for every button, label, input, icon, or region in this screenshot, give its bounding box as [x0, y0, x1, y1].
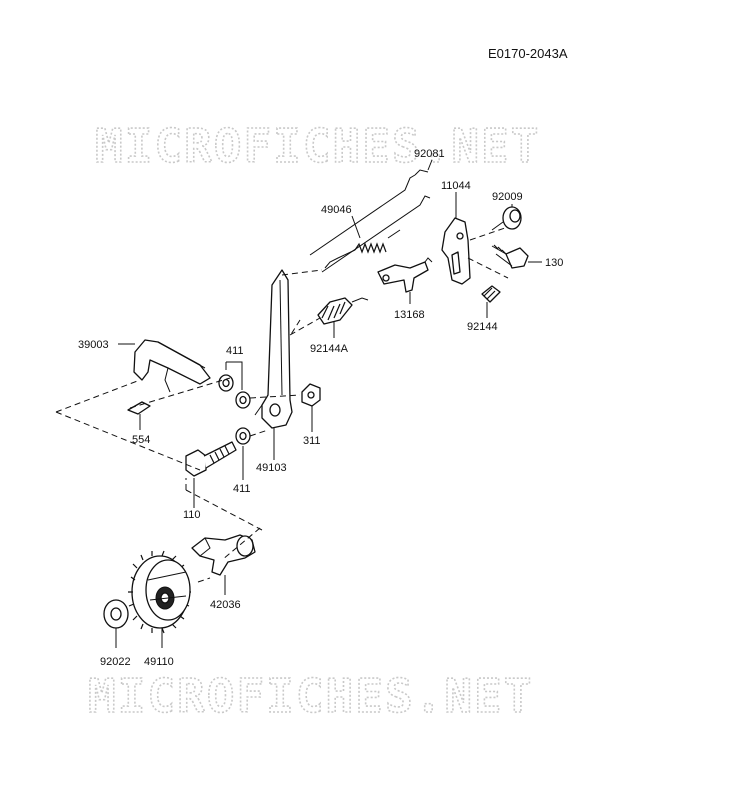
label-49110: 49110 — [144, 656, 174, 668]
label-411-lower: 411 — [233, 483, 251, 495]
pin-92144 — [481, 285, 501, 303]
label-39003: 39003 — [78, 339, 109, 351]
leader-lines — [115, 159, 542, 648]
label-92144: 92144 — [467, 321, 498, 333]
assembly-lines — [55, 227, 509, 583]
label-42036: 42036 — [210, 599, 241, 611]
rod-92081 — [321, 169, 431, 273]
bolt-110 — [185, 441, 237, 477]
label-92144A: 92144A — [310, 343, 349, 355]
label-130: 130 — [545, 257, 563, 269]
spring-92144A — [317, 297, 369, 325]
label-49046: 49046 — [321, 204, 352, 216]
label-311: 311 — [303, 435, 321, 447]
label-49103: 49103 — [256, 462, 287, 474]
washers-411-upper — [218, 374, 251, 409]
pin-554 — [127, 401, 151, 415]
knob-92009 — [491, 206, 522, 231]
watermark-bottom: MICROFICHES.NET — [88, 669, 533, 723]
washer-411-lower — [235, 427, 251, 445]
governor-spring-49046 — [309, 174, 416, 269]
label-13168: 13168 — [394, 309, 425, 321]
diagram-code: E0170-2043A — [488, 46, 568, 61]
label-92022: 92022 — [100, 656, 131, 668]
bracket-13168 — [377, 257, 433, 293]
label-411-upper: 411 — [226, 345, 244, 357]
governor-lever-49103 — [254, 269, 293, 429]
plate-11044 — [441, 217, 471, 285]
washer-92022 — [103, 599, 129, 629]
label-92009: 92009 — [492, 191, 523, 203]
label-92081: 92081 — [414, 148, 445, 160]
gear-49110 — [128, 550, 191, 634]
shaft-39003 — [133, 339, 211, 393]
label-110: 110 — [183, 509, 201, 521]
bolt-130 — [491, 244, 529, 269]
shaft-42036 — [191, 534, 256, 576]
watermark-top: MICROFICHES.NET — [95, 119, 540, 173]
label-554: 554 — [132, 434, 150, 446]
label-11044: 11044 — [441, 180, 471, 192]
nut-311 — [301, 383, 321, 407]
